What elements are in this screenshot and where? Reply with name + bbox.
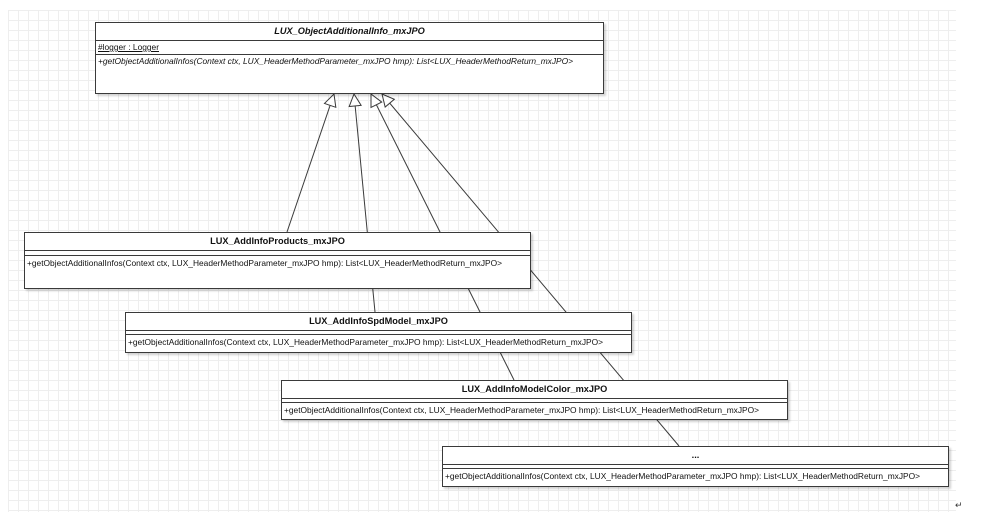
base-class-method: +getObjectAdditionalInfos(Context ctx, L…: [98, 56, 574, 66]
subclass-products-name: LUX_AddInfoProducts_mxJPO: [25, 233, 530, 251]
subclass-ellipsis-method: +getObjectAdditionalInfos(Context ctx, L…: [445, 471, 921, 481]
base-class-name: LUX_ObjectAdditionalInfo_mxJPO: [96, 23, 603, 41]
subclass-modelcolor-method: +getObjectAdditionalInfos(Context ctx, L…: [284, 405, 760, 415]
subclass-modelcolor-box[interactable]: LUX_AddInfoModelColor_mxJPO +getObjectAd…: [281, 380, 788, 420]
subclass-spdmodel-attributes: [126, 331, 631, 335]
subclass-modelcolor-name: LUX_AddInfoModelColor_mxJPO: [282, 381, 787, 399]
base-class-attribute: #logger : Logger: [98, 42, 159, 52]
subclass-products-attributes: [25, 251, 530, 256]
base-class-box[interactable]: LUX_ObjectAdditionalInfo_mxJPO #logger :…: [95, 22, 604, 94]
subclass-products-box[interactable]: LUX_AddInfoProducts_mxJPO +getObjectAddi…: [24, 232, 531, 289]
base-class-attributes: #logger : Logger: [96, 41, 603, 55]
generalization-line-products: [286, 92, 337, 233]
subclass-ellipsis-name: ...: [443, 447, 948, 465]
subclass-modelcolor-attributes: [282, 399, 787, 403]
subclass-spdmodel-name: LUX_AddInfoSpdModel_mxJPO: [126, 313, 631, 331]
subclass-ellipsis-attributes: [443, 465, 948, 469]
subclass-spdmodel-method: +getObjectAdditionalInfos(Context ctx, L…: [128, 337, 604, 347]
subclass-spdmodel-box[interactable]: LUX_AddInfoSpdModel_mxJPO +getObjectAddi…: [125, 312, 632, 353]
paragraph-mark: ↵: [955, 500, 963, 510]
subclass-products-method: +getObjectAdditionalInfos(Context ctx, L…: [27, 258, 503, 268]
subclass-ellipsis-box[interactable]: ... +getObjectAdditionalInfos(Context ct…: [442, 446, 949, 487]
